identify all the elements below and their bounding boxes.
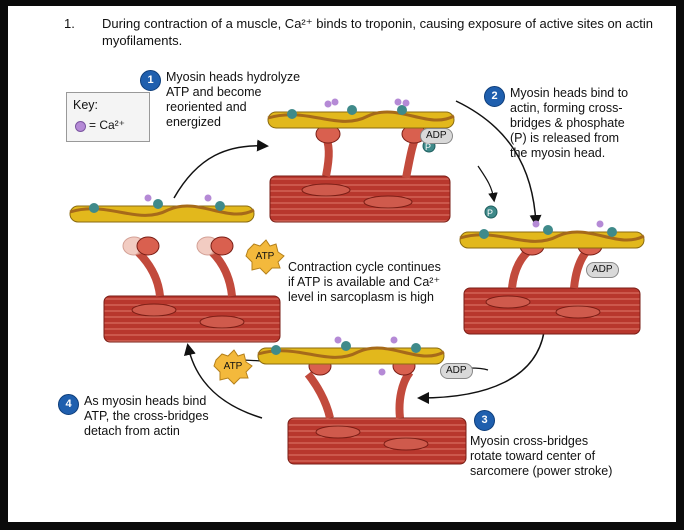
arrow-phosphate-release <box>477 165 498 203</box>
adp-label-top: ADP <box>420 128 453 144</box>
step-4-line: As myosin heads bind <box>84 394 207 408</box>
step-2-badge: 2 <box>484 86 505 107</box>
step-1-text: Myosin heads hydrolyze ATP and become re… <box>166 70 300 130</box>
step-1-line: reoriented and <box>166 100 247 114</box>
phosphate-circle <box>484 205 498 219</box>
step-3-text: Myosin cross-bridges rotate toward cente… <box>470 434 612 479</box>
step-2-line: the myosin head. <box>510 146 606 160</box>
step-2-line: actin, forming cross- <box>510 101 623 115</box>
step-1-line: Myosin heads hydrolyze <box>166 70 301 84</box>
myosin-head <box>210 236 234 256</box>
myosin-thick-filament <box>463 287 641 335</box>
adp-label-right: ADP <box>586 262 619 278</box>
step-4-badge: 4 <box>58 394 79 415</box>
step-3-line: sarcomere (power stroke) <box>470 464 613 478</box>
step-1-badge: 1 <box>140 70 161 91</box>
adp-label-released: ADP <box>440 363 473 379</box>
arrow-adp-release <box>469 367 489 371</box>
step-2-line: bridges & phosphate <box>510 116 625 130</box>
cycle-text-line: level in sarcoplasm is high <box>288 290 434 304</box>
myosin-head <box>136 236 160 256</box>
arrow-step4-to-step1 <box>183 343 263 419</box>
atp-star-shape <box>245 239 285 275</box>
myosin-thick-filament <box>103 295 281 343</box>
myosin-thick-filament <box>287 417 467 465</box>
step-2-line: Myosin heads bind to <box>510 86 629 100</box>
step-1-line: energized <box>166 115 221 129</box>
assembly-top <box>267 98 455 223</box>
calcium-key-dot <box>75 121 86 132</box>
phosphate-label-top: P <box>425 142 432 152</box>
arrow-step2-to-step3 <box>455 100 542 227</box>
step-4-text: As myosin heads bind ATP, the cross-brid… <box>84 394 209 439</box>
key-entry: = Ca²⁺ <box>89 118 126 132</box>
step-2-text: Myosin heads bind to actin, forming cros… <box>510 86 628 161</box>
key-title: Key: <box>73 98 99 112</box>
cycle-continues-text: Contraction cycle continues if ATP is av… <box>288 260 441 305</box>
intro-line-2: myofilaments. <box>102 33 183 48</box>
phosphate-label-released: P <box>487 208 494 218</box>
atp-label-left: ATP <box>255 251 275 262</box>
step-1-line: ATP and become <box>166 85 262 99</box>
assembly-bottom <box>257 336 467 465</box>
step-4-line: detach from actin <box>84 424 180 438</box>
atp-star-shape <box>213 349 253 385</box>
step-3-badge: 3 <box>474 410 495 431</box>
key-box: Key: = Ca²⁺ <box>66 92 150 142</box>
step-2-line: (P) is released from <box>510 131 620 145</box>
step-3-line: Myosin cross-bridges <box>470 434 589 448</box>
assembly-right <box>459 220 645 335</box>
assembly-left <box>69 194 281 343</box>
intro-line-1: During contraction of a muscle, Ca²⁺ bin… <box>102 16 653 31</box>
arrow-step1-to-step2 <box>173 139 269 199</box>
atp-label-bottom: ATP <box>223 361 243 372</box>
cycle-text-line: Contraction cycle continues <box>288 260 441 274</box>
step-3-line: rotate toward center of <box>470 449 596 463</box>
figure-panel: 1. During contraction of a muscle, Ca²⁺ … <box>8 6 676 522</box>
arrow-step3-to-step4 <box>417 331 545 404</box>
myosin-thick-filament <box>269 175 451 223</box>
contraction-cycle-diagram <box>69 98 645 465</box>
cycle-text-line: if ATP is available and Ca²⁺ <box>288 275 441 289</box>
step-4-line: ATP, the cross-bridges <box>84 409 209 423</box>
intro-number: 1. <box>64 16 75 31</box>
